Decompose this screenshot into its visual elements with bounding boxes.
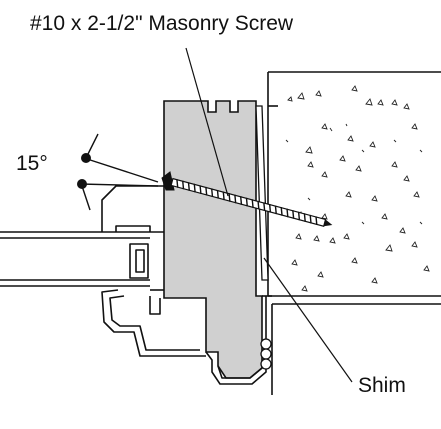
angle-indicator: [79, 133, 159, 211]
shim-leader-line: [263, 257, 353, 383]
window-frame: [0, 185, 272, 385]
shim-label: Shim: [358, 374, 406, 397]
screw-leader-line: [185, 47, 229, 197]
masonry-wall: [267, 71, 441, 395]
sealant-bead: [260, 338, 272, 370]
shim: [255, 105, 269, 281]
angle-dot-upper: [81, 153, 91, 163]
masonry-screw: [161, 171, 333, 228]
frame-profile: [163, 100, 263, 379]
masonry-aggregate: [285, 85, 430, 292]
angle-dot-lower: [77, 179, 87, 189]
angle-label: 15°: [16, 152, 48, 175]
screw-label: #10 x 2-1/2" Masonry Screw: [30, 12, 294, 35]
